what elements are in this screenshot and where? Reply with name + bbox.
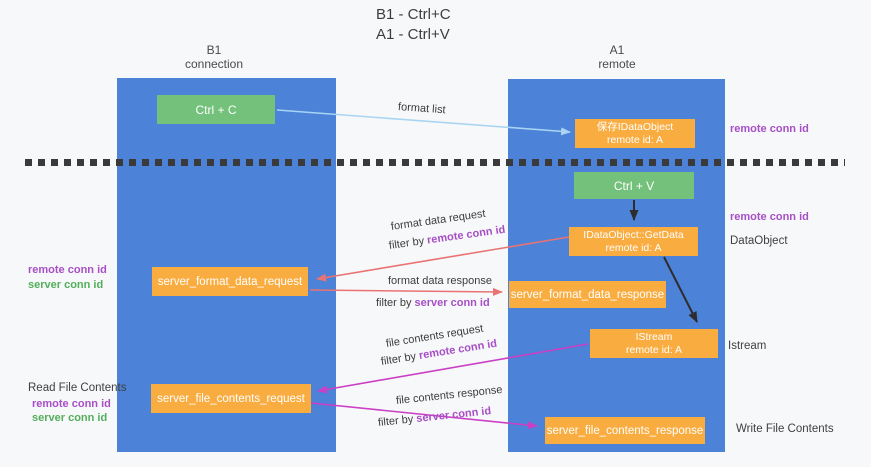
node-label: server_file_contents_response [546,424,704,437]
node-label: 保存IDataObject [596,120,674,133]
server-conn-id-text: server conn id [414,297,490,309]
filter-by-text: filter by [376,297,415,309]
column-header-a1: A1 remote [557,43,677,71]
label-filter-server-1: filter by server conn id [376,297,490,309]
node-label: server_format_data_request [157,275,303,288]
node-server-format-data-request: server_format_data_request [152,267,308,296]
left-remote-conn-id-2: remote conn id [32,398,111,410]
node-ctrl-v: Ctrl + V [574,172,694,199]
server-conn-id-text: server conn id [415,405,492,425]
node-server-file-contents-request: server_file_contents_request [151,384,311,413]
filter-by-text: filter by [377,413,417,429]
node-label: server_format_data_response [510,288,665,301]
arrow-format-data-response [309,287,503,296]
column-name: A1 [609,43,625,57]
label-format-data-response: format data response [388,275,492,287]
node-server-file-contents-response: server_file_contents_response [545,417,705,444]
filter-by-text: filter by [380,350,420,368]
dashed-separator [25,159,845,166]
label-format-list: format list [397,101,446,117]
column-subtitle: connection [184,57,244,71]
remote-conn-id-text: remote conn id [426,223,507,247]
diagram-title: B1 - Ctrl+C A1 - Ctrl+V [376,5,451,45]
right-remote-conn-id-1: remote conn id [730,123,809,135]
title-line-1: B1 - Ctrl+C [376,6,451,23]
column-subtitle: remote [598,57,636,71]
right-remote-conn-id-2: remote conn id [730,211,809,223]
left-server-conn-id-1: server conn id [28,279,104,291]
column-name: B1 [206,43,222,57]
node-save-idataobject: 保存IDataObject remote id: A [575,119,695,148]
node-server-format-data-response: server_format_data_response [509,281,666,308]
node-sublabel: remote id: A [625,343,683,356]
right-write-file-contents-label: Write File Contents [736,423,834,435]
left-remote-conn-id-1: remote conn id [28,264,107,276]
node-ctrl-c: Ctrl + C [157,95,275,124]
left-server-conn-id-2: server conn id [32,412,108,424]
node-label: IDataObject::GetData [583,228,684,241]
node-label: server_file_contents_request [157,392,305,405]
label-file-contents-response: file contents response [395,383,504,407]
left-read-file-contents-label: Read File Contents [28,382,127,394]
column-header-b1: B1 connection [154,43,274,71]
right-istream-label: Istream [728,340,767,352]
node-istream: IStream remote id: A [590,329,718,358]
right-dataobject-label: DataObject [730,235,788,247]
node-label: Ctrl + V [613,178,655,193]
label-filter-server-2: filter by server conn id [377,405,491,429]
node-label: Ctrl + C [195,102,237,117]
filter-by-text: filter by [388,234,428,252]
title-line-2: A1 - Ctrl+V [376,26,450,43]
node-sublabel: remote id: A [605,241,662,254]
node-idataobject-getdata: IDataObject::GetData remote id: A [569,227,698,256]
node-sublabel: remote id: A [606,133,664,146]
node-label: IStream [635,330,673,343]
